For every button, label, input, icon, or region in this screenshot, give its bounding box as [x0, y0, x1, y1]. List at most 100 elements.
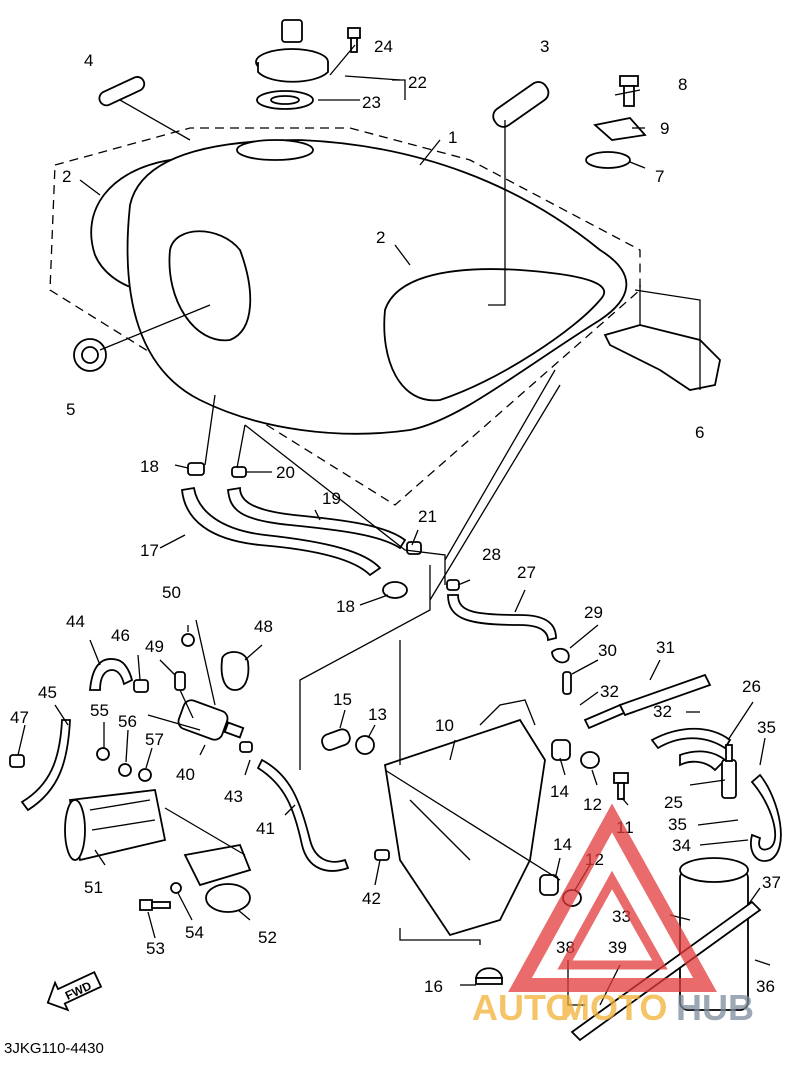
callout-4: 4: [84, 51, 93, 70]
hose-36: [570, 900, 762, 1042]
watermark-hub: HUB: [676, 987, 754, 1028]
hose-32-left: [583, 703, 626, 730]
callout-37: 37: [762, 873, 781, 892]
callout-50: 50: [162, 583, 181, 602]
callout-2-left: 2: [62, 167, 71, 186]
clip-18-bottom: [382, 581, 408, 599]
damper-16: [474, 967, 504, 985]
callout-25: 25: [664, 793, 683, 812]
bracket-6: [603, 324, 721, 391]
grommet-7: [585, 151, 631, 169]
callout-7: 7: [655, 167, 664, 186]
watermark-logo: AUTO MOTO HUB: [472, 803, 754, 1028]
callout-18-bottom: 18: [336, 597, 355, 616]
callout-56: 56: [118, 712, 137, 731]
callout-32-left: 32: [600, 682, 619, 701]
callout-3: 3: [540, 37, 549, 56]
box-10: [383, 699, 546, 937]
callout-9: 9: [660, 119, 669, 138]
callout-57: 57: [145, 730, 164, 749]
callout-16: 16: [424, 977, 443, 996]
badge-3: [492, 81, 550, 128]
callout-43: 43: [224, 787, 243, 806]
callout-32-right: 32: [653, 702, 672, 721]
callout-1: 1: [448, 128, 457, 147]
callout-28: 28: [482, 545, 501, 564]
hose-27: [447, 594, 557, 642]
clamp-47: [9, 754, 25, 768]
callout-41: 41: [256, 819, 275, 838]
callout-53: 53: [146, 939, 165, 958]
callout-31: 31: [656, 638, 675, 657]
clip-43: [239, 741, 253, 753]
callout-27: 27: [517, 563, 536, 582]
fuel-cap: [255, 19, 329, 83]
clip-28: [446, 579, 460, 591]
strip-4: [98, 76, 146, 107]
callout-14-top: 14: [550, 782, 569, 801]
callout-47: 47: [10, 708, 29, 727]
tank-emblem-right: [383, 268, 606, 402]
fitting-30: [562, 671, 572, 695]
bolt-8: [619, 75, 639, 107]
callout-54: 54: [185, 923, 204, 942]
bracket-52: [183, 843, 252, 913]
lower-leaders: [17, 369, 771, 1006]
washer-9: [593, 117, 647, 141]
hose-19: [227, 486, 407, 550]
nut-13: [355, 735, 375, 755]
callout-55: 55: [90, 701, 109, 720]
bolt-11: [613, 772, 629, 800]
callout-35-top: 35: [757, 718, 776, 737]
callout-5: 5: [66, 400, 75, 419]
screw-49: [174, 671, 186, 691]
hose-44: [89, 658, 134, 691]
cap-nut-5: [73, 338, 107, 372]
diagram-code: 3JKG110-4430: [4, 1040, 104, 1057]
callout-17: 17: [140, 541, 159, 560]
callout-19: 19: [322, 489, 341, 508]
bracket-48: [220, 651, 250, 691]
callout-10: 10: [435, 716, 454, 735]
callout-48: 48: [254, 617, 273, 636]
collar-12-top: [580, 751, 600, 769]
bracket-26: [650, 727, 732, 772]
valve-25: [721, 744, 737, 799]
callout-6: 6: [695, 423, 704, 442]
callout-36: 36: [756, 977, 775, 996]
callout-45: 45: [38, 683, 57, 702]
hose-17: [181, 486, 382, 577]
callout-40: 40: [176, 765, 195, 784]
callout-15: 15: [333, 690, 352, 709]
grommet-14-top: [551, 739, 571, 761]
nut-50: [181, 633, 195, 647]
gasket-23-hole: [270, 95, 300, 105]
tank-fill-opening: [236, 139, 314, 161]
filter-40: [177, 699, 245, 741]
clip-46: [133, 679, 149, 693]
collar-57: [138, 768, 152, 782]
grommet-14-bottom: [539, 874, 559, 896]
callout-29: 29: [584, 603, 603, 622]
clip-29: [551, 647, 570, 664]
pump-51: [64, 789, 167, 862]
bolt-24: [347, 27, 361, 53]
fwd-arrow: FWD: [46, 970, 103, 1012]
spacer-15: [321, 728, 351, 751]
callout-44: 44: [66, 612, 85, 631]
callout-2-right: 2: [376, 228, 385, 247]
hose-45: [20, 719, 71, 812]
hose-31: [618, 673, 712, 717]
callout-52: 52: [258, 928, 277, 947]
callout-30: 30: [598, 641, 617, 660]
callout-8: 8: [678, 75, 687, 94]
callout-22: 22: [408, 73, 427, 92]
bolt-53: [139, 899, 171, 911]
hose-34: [750, 773, 782, 862]
clip-18-top: [187, 462, 205, 476]
callout-24: 24: [374, 37, 393, 56]
fwd-label: FWD: [63, 978, 94, 1002]
callout-12-top: 12: [583, 795, 602, 814]
washer-56: [118, 763, 132, 777]
callout-34: 34: [672, 836, 691, 855]
